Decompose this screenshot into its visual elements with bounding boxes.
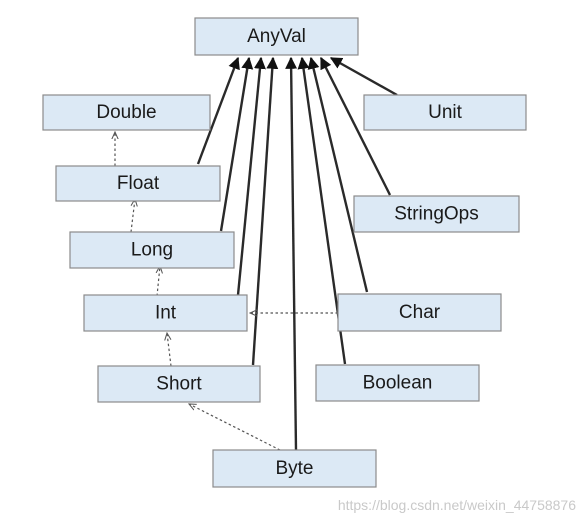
edge-unit-anyval [329, 56, 398, 97]
edge-char-anyval [307, 56, 369, 293]
node-char: Char [337, 293, 502, 332]
node-boolean-label: Boolean [363, 373, 433, 394]
node-short: Short [97, 365, 261, 403]
node-unit: Unit [363, 94, 527, 131]
node-anyval-label: AnyVal [247, 26, 306, 47]
edge-byte-short [189, 404, 281, 451]
edge-short-int [167, 333, 172, 367]
node-int-label: Int [155, 303, 177, 324]
node-double: Double [42, 94, 211, 131]
node-anyval: AnyVal [194, 17, 359, 56]
edge-int-long [157, 266, 160, 297]
edge-long-float [130, 199, 135, 233]
node-stringops: StringOps [353, 195, 520, 233]
node-unit-label: Unit [428, 102, 463, 123]
node-double-label: Double [96, 102, 156, 123]
node-short-label: Short [156, 374, 202, 395]
node-long: Long [69, 231, 235, 269]
node-char-label: Char [399, 302, 441, 323]
node-long-label: Long [131, 240, 173, 261]
edge-byte-anyval [285, 56, 298, 451]
edge-float-anyval [196, 56, 240, 165]
edge-long-anyval [219, 56, 254, 232]
node-boolean: Boolean [315, 364, 480, 402]
node-byte: Byte [212, 449, 377, 488]
dashed-edges [115, 132, 338, 451]
node-byte-label: Byte [275, 458, 313, 479]
edge-int-anyval [236, 56, 266, 296]
edge-stringops-anyval [319, 56, 392, 196]
node-float: Float [55, 165, 221, 202]
node-int: Int [83, 294, 248, 332]
node-float-label: Float [117, 173, 160, 194]
watermark-text: https://blog.csdn.net/weixin_44758876 [337, 497, 576, 513]
node-stringops-label: StringOps [394, 204, 478, 225]
